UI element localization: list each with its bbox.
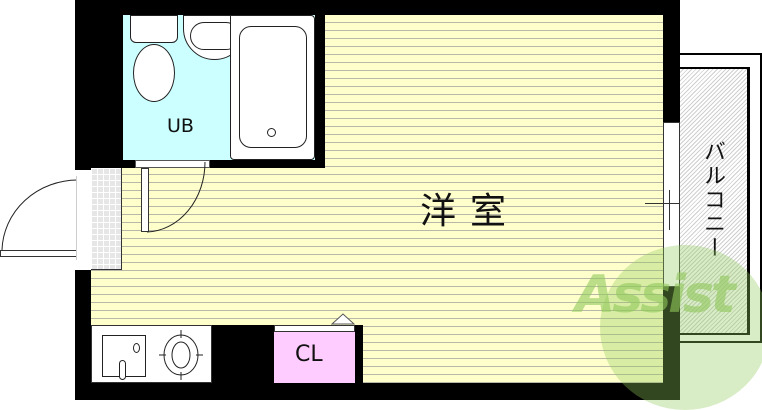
toilet-tank-icon [130,15,178,43]
wall-ub-right [315,0,325,168]
unit-bath-label: UB [167,115,194,137]
kitchen-counter [91,325,212,383]
ub-door-swing-icon [146,161,206,233]
wall-left [75,0,123,160]
window-crosshair-h [645,203,691,204]
sink-drain-icon [133,343,140,353]
wall-left-entry [75,160,91,170]
bathtub-inner-icon [239,26,307,148]
entrance-door-swing-icon [1,179,79,251]
wall-right [663,0,680,122]
entrance-door-frame [76,176,91,260]
wall-left-lower [75,270,91,400]
toilet-bowl-icon [133,44,175,102]
closet-door-marker-icon [331,313,355,325]
closet-shelf [274,325,355,332]
ub-door-opening[interactable] [135,160,210,168]
ub-door-leaf[interactable] [141,168,149,232]
balcony-window[interactable] [663,122,680,287]
window-sash [669,190,670,230]
closet-label: CL [295,342,323,367]
balcony-label: バルコニー [700,140,725,260]
faucet-icon [119,360,126,380]
watermark-logo: Assist [575,265,736,325]
balcony [680,67,750,335]
wall-bottom [75,383,680,400]
wall-kitchen-side [212,325,273,383]
main-room-label: 洋室 [420,191,521,232]
entrance-tiles [91,168,122,270]
wall-right-lower [663,287,680,400]
watermark-circle [600,245,762,410]
stove-burner-icon [159,330,203,380]
wall-top [75,0,680,15]
closet [274,332,355,383]
bathtub-drain-icon [267,128,276,137]
